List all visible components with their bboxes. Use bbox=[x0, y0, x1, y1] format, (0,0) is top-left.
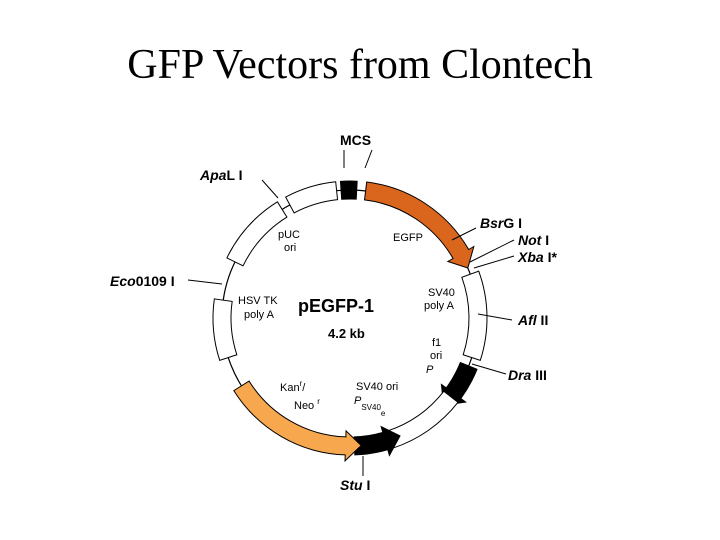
f1-promoter-label: P bbox=[426, 364, 434, 376]
f1-label-line1: f1 bbox=[432, 337, 441, 349]
egfp-segment bbox=[363, 181, 475, 269]
kan-neo-segment bbox=[233, 380, 362, 463]
sv40ori-label: SV40 ori bbox=[356, 381, 398, 393]
apal-segment bbox=[226, 201, 288, 267]
puc-ori-segment bbox=[285, 181, 339, 214]
eco-label: Eco0109 I bbox=[110, 273, 175, 289]
eco-leader bbox=[187, 279, 223, 285]
afl-leader bbox=[477, 313, 513, 321]
plasmid-name: pEGFP-1 bbox=[298, 296, 374, 316]
psv40-promoter-segment bbox=[353, 425, 401, 457]
puc-label-line2: ori bbox=[284, 242, 296, 254]
stu-label: Stu I bbox=[340, 477, 370, 493]
not-leader bbox=[469, 239, 515, 263]
site-leader-lines bbox=[187, 149, 515, 476]
bsrg-leader bbox=[451, 227, 477, 241]
hsv-tk-polya-segment bbox=[212, 298, 238, 361]
xba-leader bbox=[473, 255, 515, 269]
dra-label: Dra III bbox=[508, 367, 547, 383]
hsv-label-line1: HSV TK bbox=[238, 295, 278, 307]
xba-label: Xba I* bbox=[517, 249, 557, 265]
apal-label: ApaL I bbox=[199, 167, 243, 183]
mcs-block bbox=[339, 180, 358, 200]
mcs-leader-2 bbox=[364, 149, 373, 169]
psv40-label: PSV40e bbox=[354, 395, 386, 418]
feature-segments bbox=[212, 180, 488, 463]
afl-label: Afl II bbox=[517, 312, 548, 328]
egfp-label: EGFP bbox=[393, 232, 423, 244]
sv40-polya-segment bbox=[461, 270, 488, 361]
sv40pa-label-line2: poly A bbox=[424, 300, 455, 312]
hsv-label-line2: poly A bbox=[244, 309, 275, 321]
mcs-label: MCS bbox=[340, 132, 371, 148]
f1-label-line2: ori bbox=[430, 350, 442, 362]
slide-title: GFP Vectors from Clontech bbox=[127, 42, 593, 88]
plasmid-size: 4.2 kb bbox=[328, 326, 365, 341]
puc-label-line1: pUC bbox=[278, 229, 300, 241]
bsrg-label: BsrG I bbox=[480, 215, 522, 231]
dra-leader bbox=[471, 363, 507, 375]
not-label: Not I bbox=[518, 232, 549, 248]
kan-label: Kanr/ bbox=[280, 379, 306, 394]
sv40pa-label-line1: SV40 bbox=[428, 287, 455, 299]
apal-leader bbox=[261, 179, 279, 199]
